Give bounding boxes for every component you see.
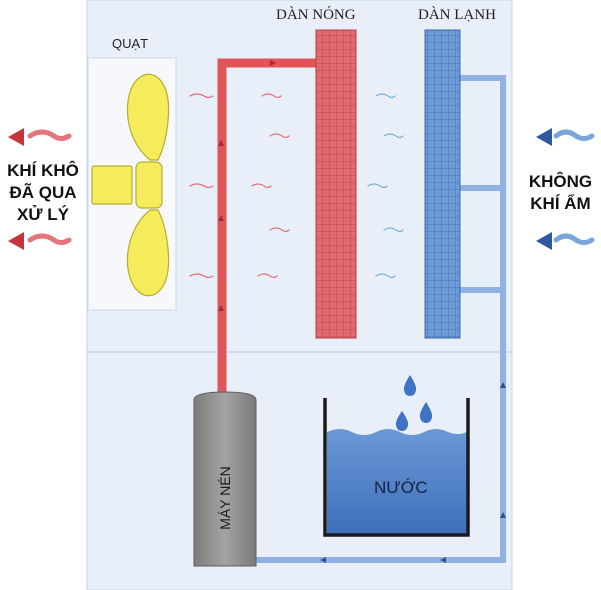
hot-coil-label: DÀN NÓNG — [276, 7, 356, 23]
cold-coil — [424, 29, 461, 339]
dry-air-arrow-icon — [8, 128, 72, 250]
humid-air-arrow-icon — [536, 128, 595, 250]
dry-air-line-2: ĐÃ QUA — [9, 183, 77, 202]
pipe-flow-arrows — [320, 382, 506, 563]
compressor-label: MÁY NÉN — [217, 466, 233, 530]
humid-air-line-1: KHÔNG — [528, 172, 593, 191]
dry-air-label: KHÍ KHÔ ĐÃ QUA XỬ LÝ — [0, 160, 86, 226]
water-tank — [323, 398, 470, 537]
fan-icon — [91, 73, 170, 297]
airflow-wisps — [189, 93, 404, 279]
humid-air-label: KHÔNG KHÍ ẨM — [520, 171, 601, 215]
dry-air-line-3: XỬ LÝ — [17, 205, 69, 224]
compressor — [193, 391, 257, 567]
water-label: NƯỚC — [374, 478, 428, 497]
water-drop-icon — [395, 375, 433, 431]
hot-coil — [315, 29, 357, 339]
fan-label: QUẠT — [112, 36, 149, 51]
cold-refrigerant-pipe — [256, 75, 506, 563]
dry-air-line-1: KHÍ KHÔ — [7, 161, 79, 180]
hot-refrigerant-pipe — [217, 58, 318, 395]
cold-coil-label: DÀN LẠNH — [418, 7, 496, 23]
humid-air-line-2: KHÍ ẨM — [530, 194, 591, 213]
